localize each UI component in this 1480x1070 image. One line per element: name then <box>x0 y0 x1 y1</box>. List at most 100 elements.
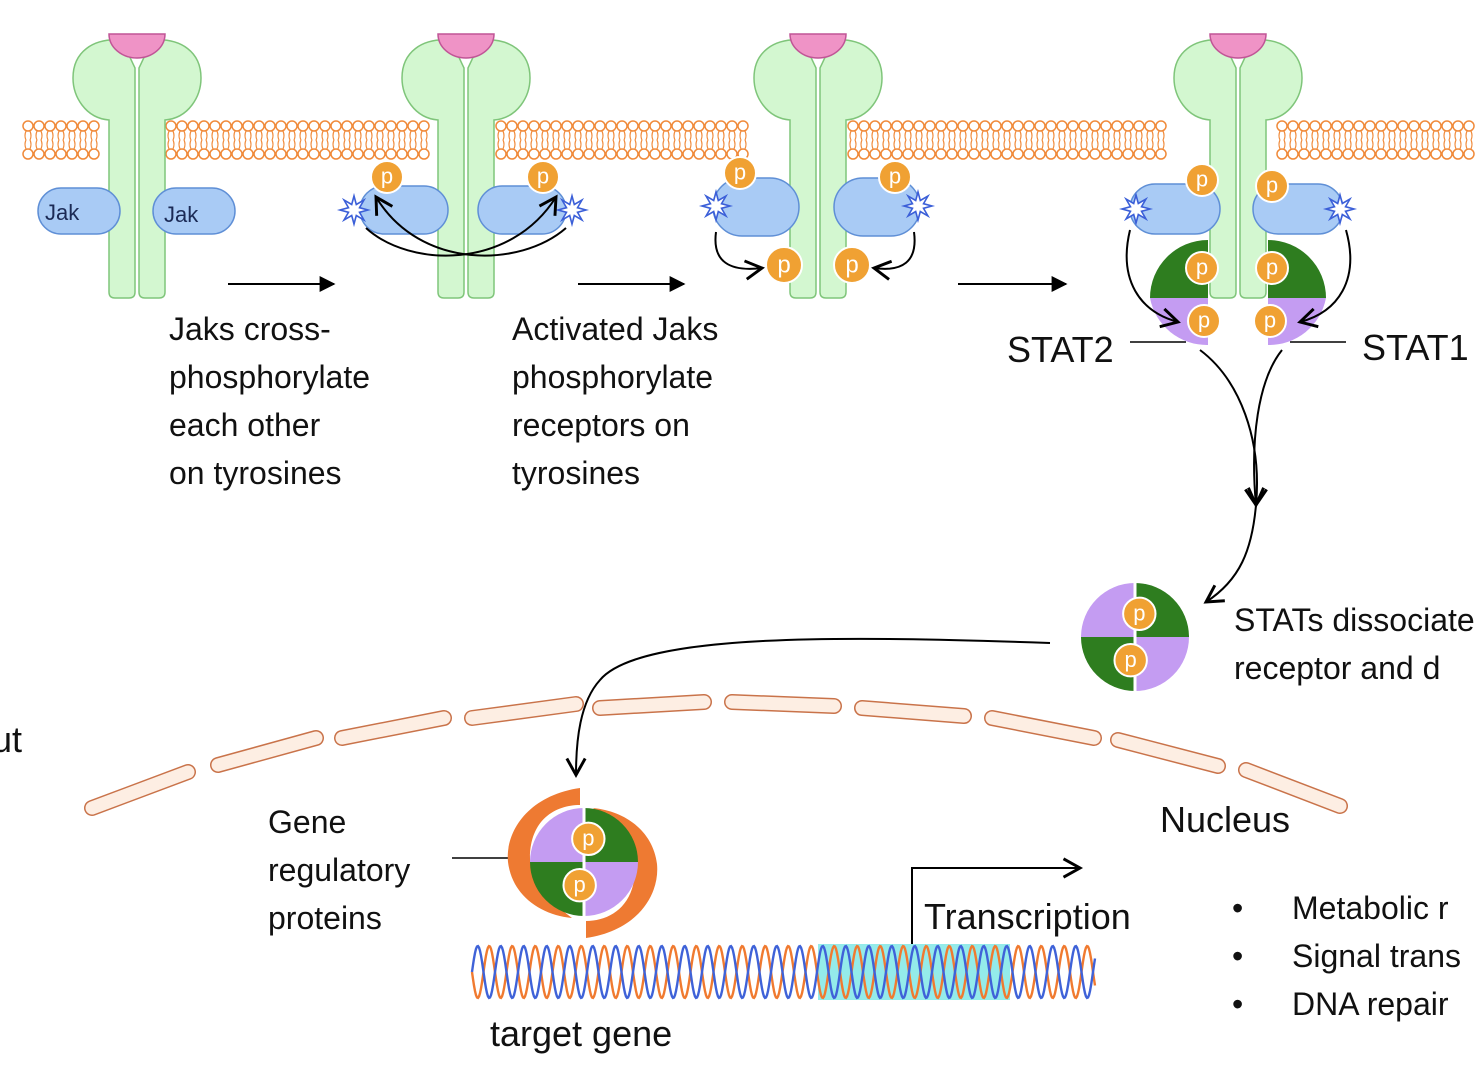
lipid-head <box>220 120 232 132</box>
phosphate-circle <box>1113 643 1148 678</box>
lipid-tail <box>948 139 956 150</box>
cytokine-receptor <box>72 33 202 299</box>
lipid-head <box>1133 148 1145 160</box>
lipid-tail <box>343 139 351 150</box>
stat1-label: STAT1 <box>1362 327 1469 368</box>
docking-arrow <box>1125 229 1181 329</box>
lipid-tail <box>1333 130 1341 141</box>
phospholipid-pair <box>594 120 606 160</box>
lipid-head <box>264 148 276 160</box>
lipid-tail <box>673 130 681 141</box>
lipid-tail <box>948 130 956 141</box>
lipid-tail <box>1157 139 1165 150</box>
lipid-head <box>979 148 991 160</box>
phospholipid-pair <box>671 120 683 160</box>
lipid-head <box>1133 120 1145 132</box>
lipid-tail <box>585 139 593 150</box>
lipid-head <box>638 148 650 160</box>
lipid-tail <box>57 139 65 150</box>
phospholipid-pair <box>1012 120 1024 160</box>
phosphate-group: p <box>370 160 404 194</box>
phospholipid-pair <box>352 120 364 160</box>
phosphate-group: p <box>765 246 803 284</box>
lipid-tail <box>35 130 43 141</box>
lipid-tail <box>1311 130 1319 141</box>
phosphate-label: p <box>845 252 858 279</box>
lipid-head <box>297 120 309 132</box>
lipid-tail <box>1146 130 1154 141</box>
lipid-tail <box>1157 130 1165 141</box>
phospholipid-pair <box>198 120 210 160</box>
lipid-tail <box>387 130 395 141</box>
envelope-segment <box>725 695 841 713</box>
lipid-head <box>55 148 67 160</box>
lipid-tail <box>1003 139 1011 150</box>
lipid-head <box>242 120 254 132</box>
lipid-head <box>220 148 232 160</box>
phospholipid-pair <box>517 120 529 160</box>
lipid-tail <box>1322 139 1330 150</box>
phospholipid-pair <box>913 120 925 160</box>
lipid-head <box>847 148 859 160</box>
jak-kinase <box>37 187 121 235</box>
gene-regulatory-line: regulatory <box>268 852 411 888</box>
lipid-head <box>1342 120 1354 132</box>
cell-membrane <box>22 120 1475 160</box>
lipid-head <box>297 148 309 160</box>
lipid-head <box>869 148 881 160</box>
lipid-tail <box>409 130 417 141</box>
phospholipid-pair <box>726 120 738 160</box>
lipid-tail <box>233 130 241 141</box>
lipid-head <box>880 148 892 160</box>
lipid-tail <box>68 139 76 150</box>
lipid-tail <box>189 130 197 141</box>
lipid-head <box>561 148 573 160</box>
lipid-head <box>1100 148 1112 160</box>
lipid-tail <box>1377 130 1385 141</box>
lipid-tail <box>167 130 175 141</box>
lipid-tail <box>1080 130 1088 141</box>
step1-caption: Jaks cross- phosphorylate each other on … <box>169 305 370 497</box>
lipid-head <box>407 148 419 160</box>
lipid-tail <box>1036 139 1044 150</box>
phospholipid-pair <box>539 120 551 160</box>
phospholipid-pair <box>704 120 716 160</box>
phosphate-label: p <box>381 164 393 189</box>
phospholipid-pair <box>847 120 859 160</box>
jak-kinase <box>152 187 236 235</box>
step3-line: STATs dissociate <box>1234 602 1475 638</box>
lipid-tail <box>640 130 648 141</box>
phospholipid-pair <box>572 120 584 160</box>
step2-line: tyrosines <box>512 455 641 491</box>
phospholipid-pair <box>308 120 320 160</box>
lipid-tail <box>1080 139 1088 150</box>
lipid-tail <box>563 130 571 141</box>
dna-helix <box>470 944 1097 1000</box>
phospholipid-pair <box>1034 120 1046 160</box>
phospholipid-pair <box>638 120 650 160</box>
lipid-tail <box>332 130 340 141</box>
lipid-tail <box>530 130 538 141</box>
lipid-head <box>385 148 397 160</box>
lipid-head <box>891 148 903 160</box>
lipid-head <box>1056 120 1068 132</box>
lipid-tail <box>992 139 1000 150</box>
lipid-head <box>638 120 650 132</box>
lipid-head <box>990 120 1002 132</box>
lipid-head <box>704 120 716 132</box>
activation-burst <box>554 192 590 228</box>
lipid-tail <box>1113 130 1121 141</box>
phospholipid-pair <box>1463 120 1475 160</box>
envelope-segment <box>985 711 1101 745</box>
phospholipid-pair <box>242 120 254 160</box>
lipid-head <box>627 120 639 132</box>
lipid-tail <box>79 139 87 150</box>
lipid-tail <box>1344 130 1352 141</box>
phospholipid-pair <box>1001 120 1013 160</box>
lipid-tail <box>1432 130 1440 141</box>
phospholipid-pair <box>407 120 419 160</box>
lipid-tail <box>563 139 571 150</box>
lipid-head <box>1430 148 1442 160</box>
step1-line: Jaks cross- <box>169 311 331 347</box>
lipid-tail <box>1311 139 1319 150</box>
